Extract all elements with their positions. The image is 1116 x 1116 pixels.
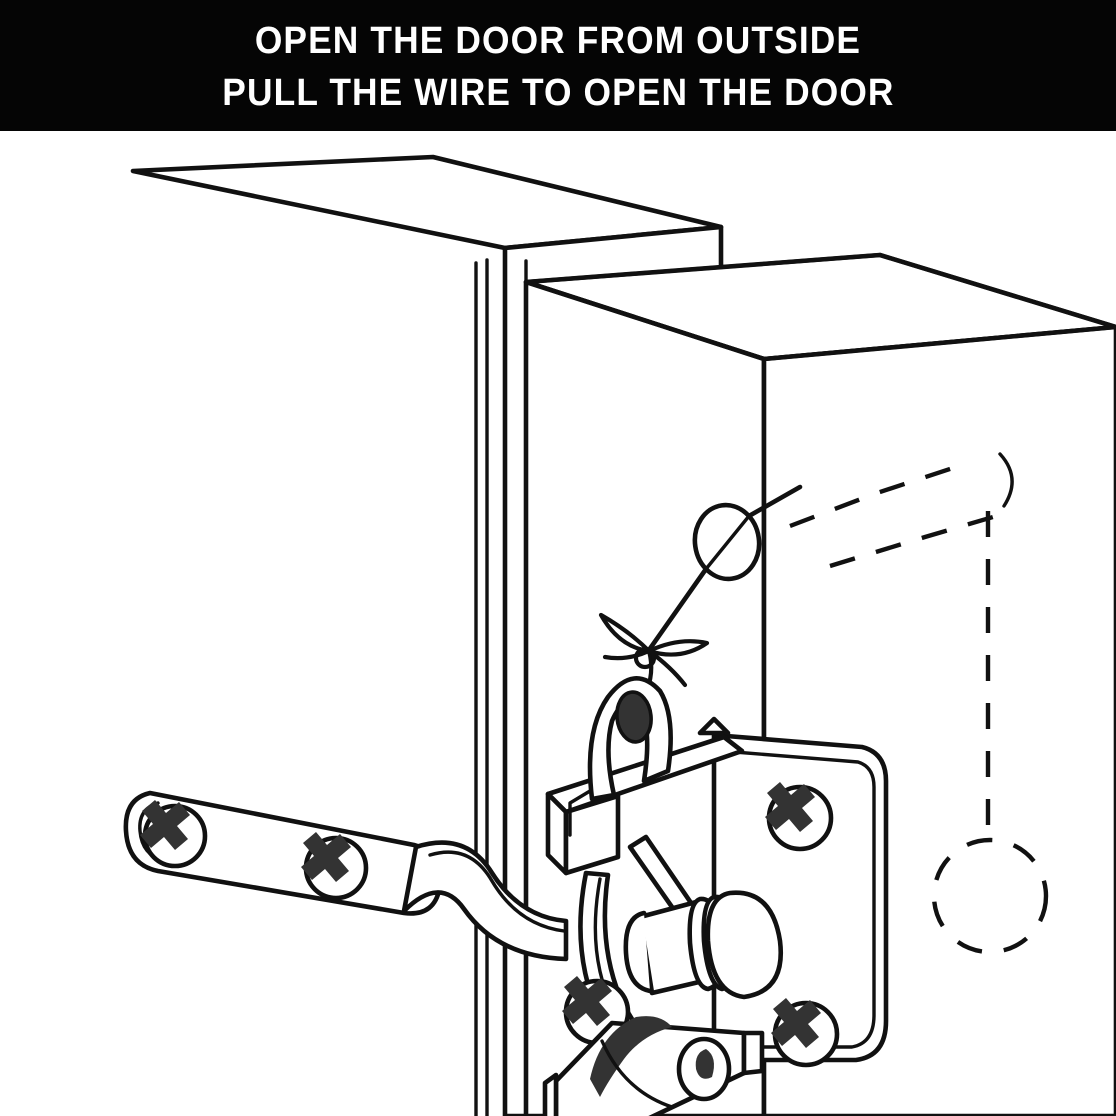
instruction-banner: OPEN THE DOOR FROM OUTSIDE PULL THE WIRE… (0, 0, 1116, 131)
screw-bar-right (301, 832, 369, 901)
screw-plate-top (765, 782, 834, 852)
latch-catch-block (553, 1016, 765, 1116)
latch-knob (623, 890, 784, 1000)
wire-hole (692, 502, 762, 582)
pull-wire (646, 484, 803, 653)
catch-block-foot (542, 1072, 559, 1116)
latch-illustration: .ln { fill:none; stroke:#111111; stroke-… (0, 131, 1116, 1116)
wire-pull-ring-hidden (931, 511, 1049, 955)
screw-bar-left (140, 800, 208, 869)
latch-tongue (568, 676, 673, 837)
instruction-line-2: PULL THE WIRE TO OPEN THE DOOR (221, 72, 895, 114)
wire-knot (598, 612, 710, 698)
pull-wire-hidden-path (789, 452, 1014, 569)
screw-plate-left (562, 976, 631, 1046)
instruction-line-1: OPEN THE DOOR FROM OUTSIDE (254, 20, 862, 63)
screw-plate-bottom (771, 998, 840, 1068)
latch-illustration-svg: .ln { fill:none; stroke:#111111; stroke-… (0, 131, 1116, 1116)
